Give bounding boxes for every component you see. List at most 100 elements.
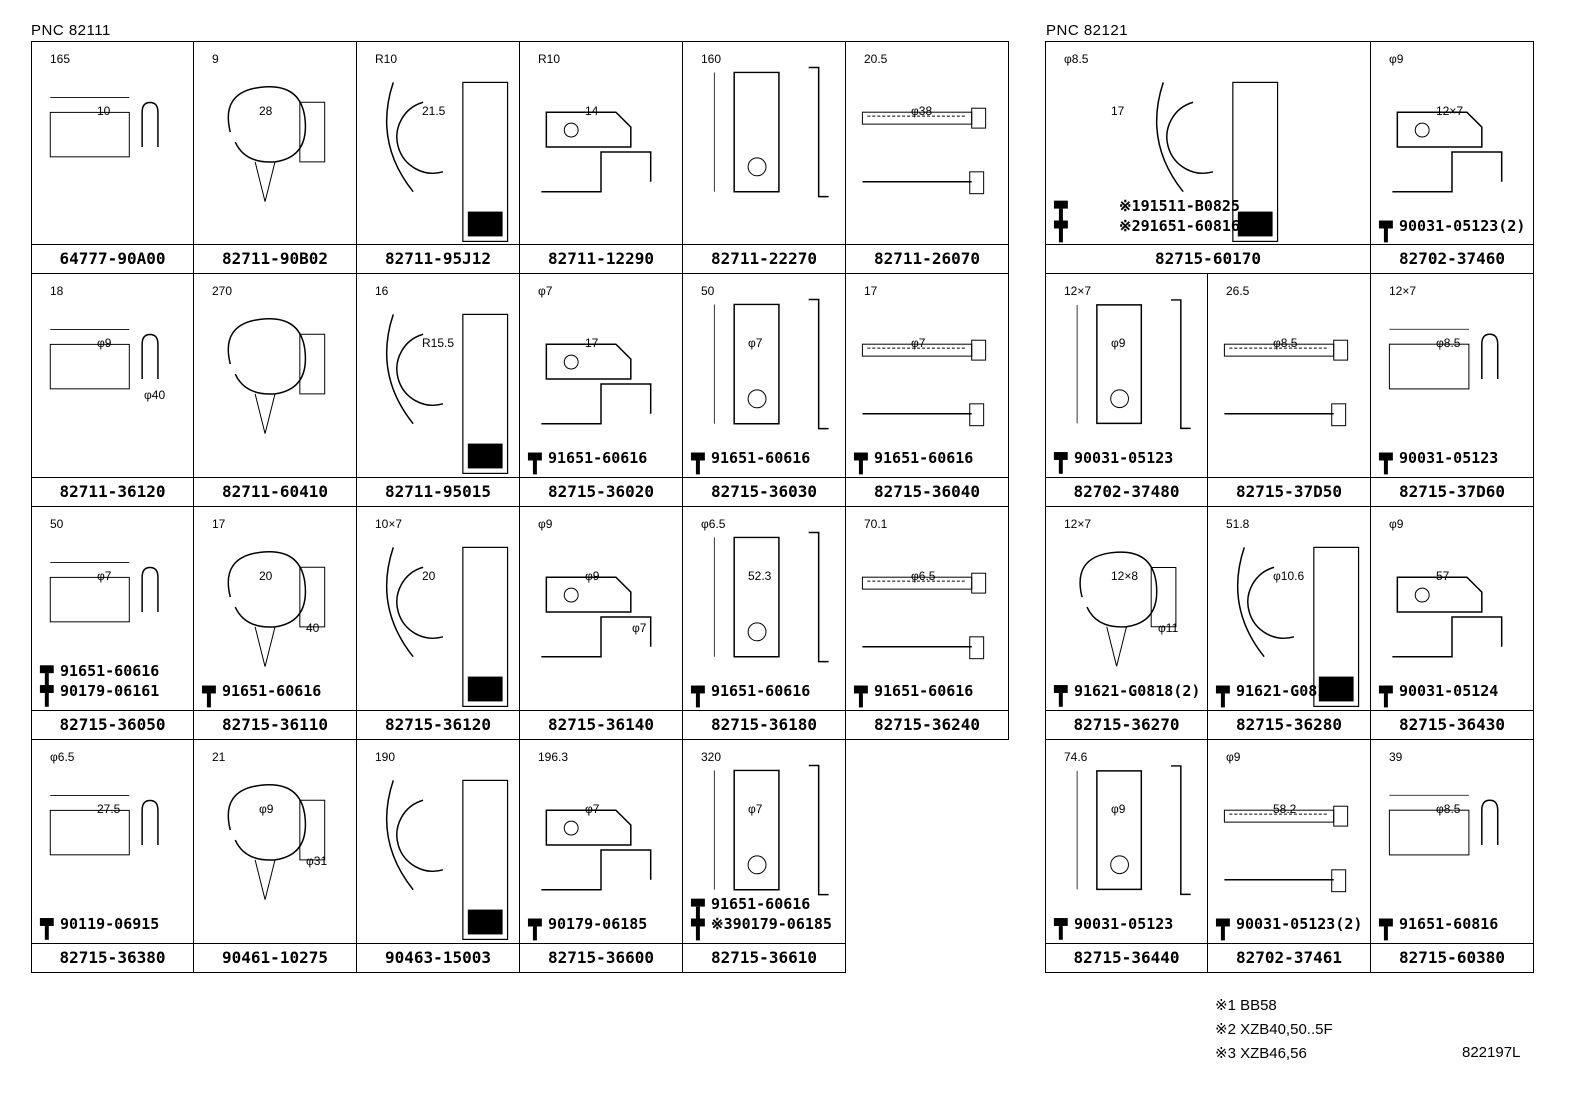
part-number: 64777-90A00 <box>32 244 193 273</box>
dimension-label: φ7 <box>97 569 112 583</box>
dimension-label: 57 <box>1436 569 1450 583</box>
dimension-label: 270 <box>212 284 233 298</box>
part-number: 82715-36120 <box>357 710 519 739</box>
dimension-label: 51.8 <box>1226 517 1250 531</box>
dimension-label: 20 <box>422 569 436 583</box>
part-drawing <box>201 550 326 708</box>
part-drawing <box>1053 81 1279 243</box>
part-drawing <box>853 339 987 475</box>
dimension-label: φ7 <box>748 336 763 350</box>
part-drawing <box>227 783 326 900</box>
part-number: 82711-12290 <box>520 244 682 273</box>
dimension-label: φ9 <box>1111 802 1126 816</box>
dimension-label: φ6.5 <box>50 750 75 764</box>
part-number: 82715-36040 <box>846 477 1008 506</box>
bolt-icon <box>1053 220 1068 243</box>
footnote-2: ※2 XZB40,50..5F <box>1215 1021 1333 1038</box>
footnote-1: ※1 BB58 <box>1215 997 1277 1014</box>
bolt-icon <box>1378 685 1393 708</box>
part-drawing <box>227 317 326 434</box>
bolt-icon <box>39 918 54 940</box>
bolt-icon <box>1215 685 1230 708</box>
dimension-label: 74.6 <box>1064 750 1088 764</box>
part-number: 82711-90B02 <box>194 244 356 273</box>
dimension-label: φ31 <box>306 854 328 868</box>
part-drawing <box>541 576 652 658</box>
part-drawing <box>49 329 159 390</box>
dimension-label: φ8.5 <box>1436 802 1461 816</box>
dimension-label: 17 <box>1111 104 1125 118</box>
part-drawing <box>861 107 987 195</box>
dimension-label: φ9 <box>538 517 553 531</box>
part-number: 82715-36180 <box>683 710 845 739</box>
dimension-label: 27.5 <box>97 802 121 816</box>
dimension-label: φ7 <box>748 802 763 816</box>
dimension-label: φ7 <box>632 621 647 635</box>
fastener-part-number: 91651-60616 <box>874 449 974 467</box>
dimension-label: φ38 <box>911 104 933 118</box>
dimension-label: 50 <box>50 517 64 531</box>
fastener-part-number: 91621-G0818(2) <box>1074 682 1201 700</box>
dimension-label: 9 <box>212 52 219 66</box>
diagram-reference-code: 822197L <box>1462 1044 1521 1061</box>
part-number: 82711-22270 <box>683 244 845 273</box>
dimension-label: φ11 <box>1158 621 1179 635</box>
part-number: 82715-37D60 <box>1371 477 1533 506</box>
dimension-label: φ9 <box>1226 750 1241 764</box>
part-drawing <box>1215 805 1349 941</box>
bolt-icon <box>527 918 542 941</box>
part-drawing <box>1053 551 1177 707</box>
dimension-label: φ7 <box>911 336 926 350</box>
dimension-label: 58.2 <box>1273 802 1297 816</box>
dimension-label: 12×7 <box>1436 104 1464 118</box>
dimension-label: 12×7 <box>1064 517 1092 531</box>
part-drawing <box>1215 546 1360 708</box>
dimension-label: φ8.5 <box>1064 52 1089 66</box>
dimension-label: 196.3 <box>538 750 569 764</box>
part-drawing <box>49 97 159 158</box>
fastener-part-number: ※390179-06185 <box>711 915 832 933</box>
fastener-part-number: 91651-60616 <box>874 682 974 700</box>
bolt-icon <box>690 452 705 475</box>
dimension-label: 12×7 <box>1389 284 1417 298</box>
part-number: 82715-36270 <box>1046 710 1207 739</box>
part-number: 82715-36610 <box>683 943 845 972</box>
part-number: 82715-36140 <box>520 710 682 739</box>
dimension-label: R15.5 <box>422 336 455 350</box>
